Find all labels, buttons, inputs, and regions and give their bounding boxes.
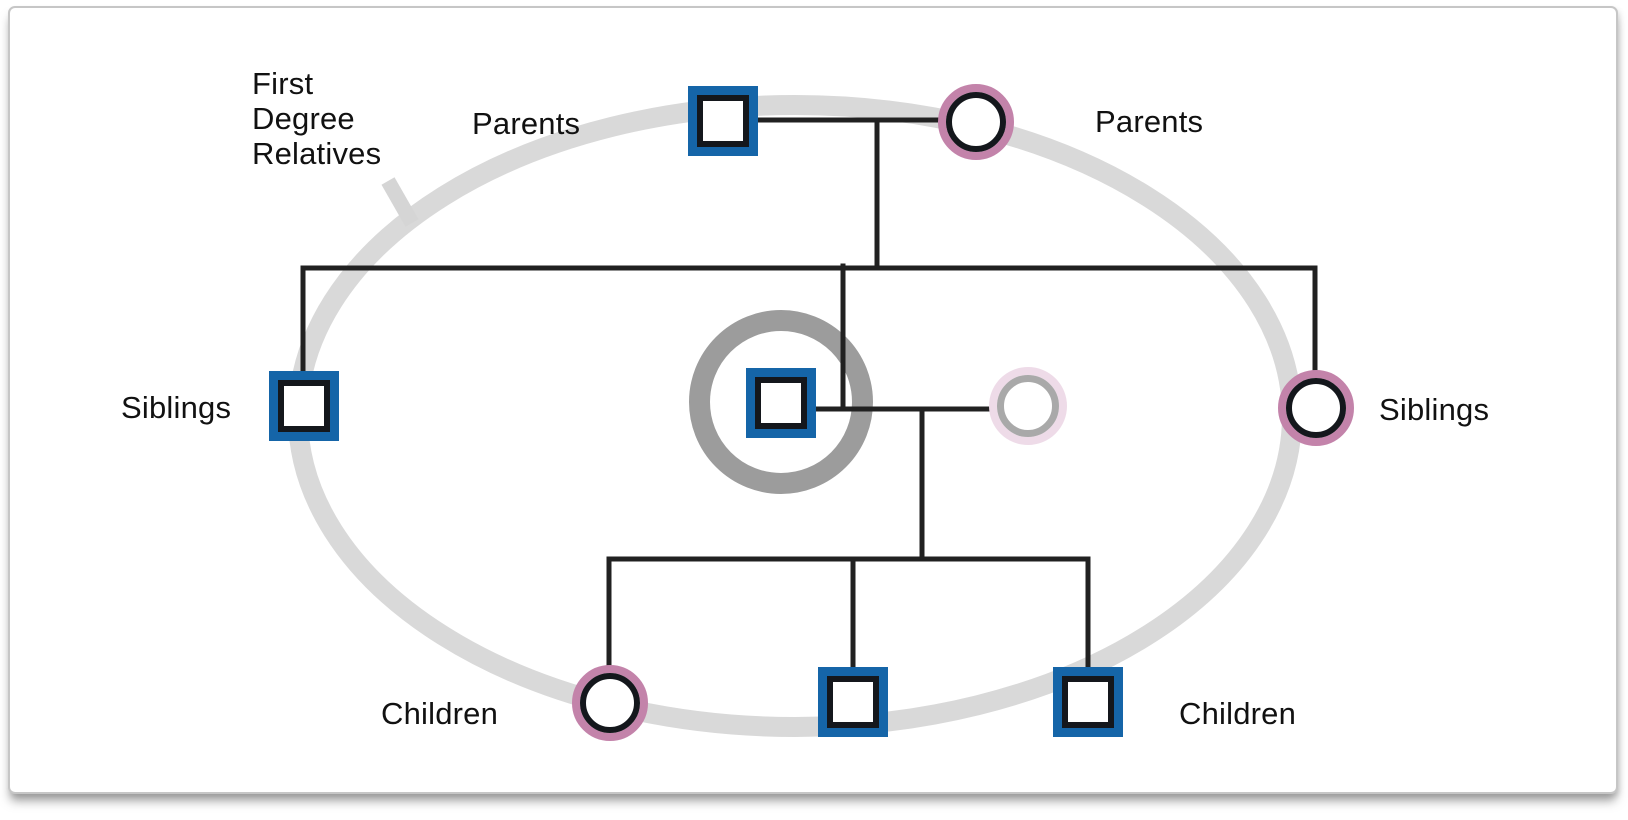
node-parent-female bbox=[938, 84, 1014, 160]
line-sibship-generation2 bbox=[300, 265, 1318, 377]
label-children-left: Children bbox=[381, 696, 499, 731]
node-sibling-female bbox=[1278, 370, 1354, 446]
label-siblings-left: Siblings bbox=[121, 390, 232, 425]
label-children-right: Children bbox=[1179, 696, 1297, 731]
annotation-tick bbox=[381, 177, 419, 227]
diagram-card: First Degree Relatives Parents Parents S… bbox=[8, 6, 1618, 794]
node-sibling-male bbox=[269, 371, 339, 441]
label-parents-left: Parents bbox=[472, 106, 581, 141]
node-child-male-1 bbox=[818, 667, 888, 737]
node-parent-male bbox=[688, 86, 758, 156]
node-child-male-2 bbox=[1053, 667, 1123, 737]
annotation-first-degree-relatives: First Degree Relatives bbox=[252, 66, 382, 171]
node-child-female bbox=[572, 665, 648, 741]
label-siblings-right: Siblings bbox=[1379, 392, 1490, 427]
node-proband-male bbox=[746, 368, 816, 438]
relationship-lines bbox=[300, 117, 1318, 673]
node-spouse-female-faded bbox=[989, 367, 1067, 445]
label-parents-right: Parents bbox=[1095, 104, 1204, 139]
line-sibship-children bbox=[606, 556, 1091, 673]
proband-highlight-ring bbox=[689, 310, 873, 494]
